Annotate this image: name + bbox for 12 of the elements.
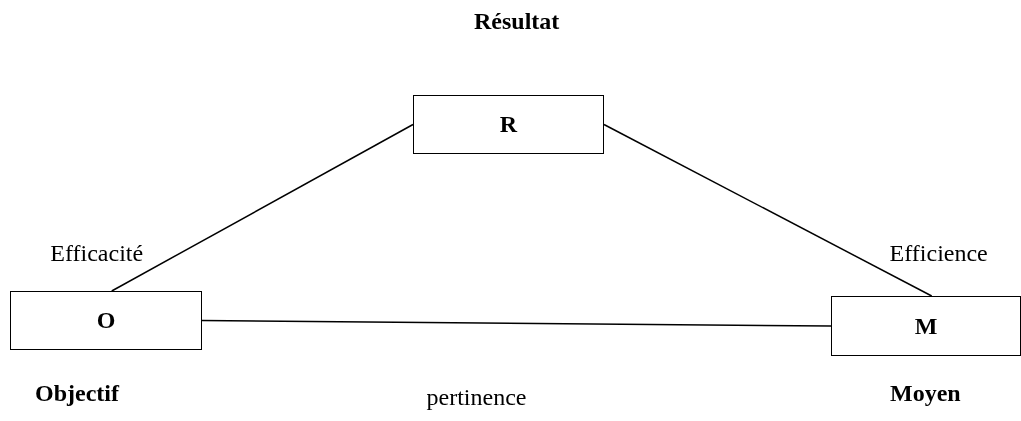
node-caption: Résultat: [474, 8, 560, 35]
node-label: M: [914, 312, 938, 340]
connector-line: [603, 123, 933, 297]
node-caption: Moyen: [890, 380, 961, 407]
connector-line: [201, 319, 832, 327]
node-label: R: [499, 111, 518, 138]
text-box: [831, 296, 1021, 356]
text-box: [10, 291, 202, 350]
node-caption: Objectif: [35, 380, 119, 407]
connector-line: [111, 123, 414, 292]
node-label: O: [96, 307, 116, 334]
text-box: [413, 95, 604, 154]
